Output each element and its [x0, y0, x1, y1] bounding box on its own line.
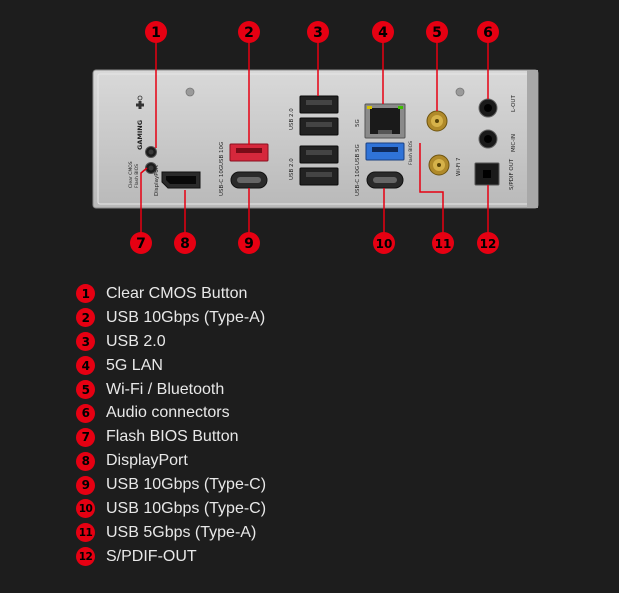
legend-label: USB 10Gbps (Type-A) — [106, 308, 266, 326]
usb-2-0-bottom-text: USB 2.0 — [289, 158, 295, 180]
callout-badge: 2 — [238, 21, 260, 43]
clear-cmos-button[interactable] — [145, 146, 157, 158]
spdif-text: S/PDIF OUT — [509, 158, 515, 190]
callout-badge: 3 — [307, 21, 329, 43]
legend-item: 12 S/PDIF-OUT — [76, 545, 266, 569]
callout-badge: 12 — [477, 232, 499, 254]
legend-number-badge: 4 — [76, 356, 95, 376]
svg-text:11: 11 — [435, 237, 452, 251]
svg-text:7: 7 — [136, 236, 146, 252]
legend-number-badge: 11 — [76, 523, 95, 543]
legend-number-badge: 5 — [76, 380, 95, 399]
usb-5g-text: USB 5G — [355, 144, 361, 165]
callout-badge: 6 — [477, 21, 499, 43]
callout-badge: 9 — [238, 232, 260, 254]
gaming-logo: GAMING — [136, 95, 144, 150]
wifi-text: Wi-Fi 7 — [456, 157, 462, 176]
legend-number-badge: 2 — [76, 308, 95, 328]
legend-number-badge: 6 — [76, 403, 95, 423]
lan-port — [364, 103, 406, 139]
svg-text:6: 6 — [483, 25, 493, 41]
legend-item: 6 Audio connectors — [76, 401, 266, 425]
legend-label: Flash BIOS Button — [106, 428, 239, 446]
legend-number-badge: 3 — [76, 332, 95, 352]
io-shield-plate — [92, 69, 539, 209]
legend-label: USB 2.0 — [106, 332, 166, 350]
legend-item: 5 Wi-Fi / Bluetooth — [76, 378, 266, 402]
flash-bios-button[interactable] — [145, 162, 157, 174]
legend-label: 5G LAN — [106, 356, 163, 374]
legend-number-badge: 12 — [76, 547, 95, 567]
svg-text:12: 12 — [480, 237, 497, 251]
usb-c-10g-right-port — [366, 171, 404, 189]
callout-badge: 5 — [426, 21, 448, 43]
clear-cmos-text: Clear CMOS — [128, 161, 134, 188]
legend-number-badge: 8 — [76, 451, 95, 471]
callout-badge: 10 — [373, 232, 395, 254]
legend-item: 4 5G LAN — [76, 354, 266, 378]
legend-number-badge: 7 — [76, 427, 95, 447]
usb-c-10g-left-text: USB-C 10G — [219, 166, 225, 196]
mic-in-jack — [478, 129, 498, 149]
legend-label: S/PDIF-OUT — [106, 547, 197, 565]
displayport-port — [161, 171, 201, 189]
flash-bios-text: Flash BIOS — [134, 164, 140, 188]
callout-badge: 8 — [174, 232, 196, 254]
legend-item: 10 USB 10Gbps (Type-C) — [76, 497, 266, 521]
displayport-text: DisplayPort — [154, 164, 160, 196]
legend-number-badge: 10 — [76, 499, 95, 519]
legend-item: 7 Flash BIOS Button — [76, 425, 266, 449]
legend-item: 2 USB 10Gbps (Type-A) — [76, 306, 266, 330]
line-out-text: L-OUT — [511, 95, 517, 112]
lan-5g-text: 5G — [355, 119, 361, 127]
wifi-antenna-bottom — [428, 154, 450, 176]
callout-badge: 4 — [372, 21, 394, 43]
usb-5g-type-a-port — [365, 142, 405, 161]
spdif-port — [474, 162, 500, 186]
legend-label: Clear CMOS Button — [106, 284, 248, 302]
legend-label: USB 5Gbps (Type-A) — [106, 523, 257, 541]
line-out-jack — [478, 98, 498, 118]
legend-label: Audio connectors — [106, 404, 230, 422]
callout-badge: 11 — [432, 232, 454, 254]
usb-10g-type-a-port — [229, 143, 269, 162]
legend-label: DisplayPort — [106, 452, 188, 470]
legend-number-badge: 9 — [76, 475, 95, 495]
leader-lines — [140, 41, 489, 238]
callout-badges: 1 2 3 4 5 6 7 8 9 10 11 12 — [130, 21, 499, 254]
svg-text:10: 10 — [376, 237, 393, 251]
legend-item: 3 USB 2.0 — [76, 330, 266, 354]
usb-c-10g-right-text: USB-C 10G — [355, 166, 361, 196]
flash-bios-port-text: Flash BIOS — [408, 141, 414, 165]
svg-text:2: 2 — [244, 25, 254, 41]
wifi-antenna-top — [426, 110, 448, 132]
mic-in-text: MIC-IN — [511, 134, 517, 152]
legend-label: USB 10Gbps (Type-C) — [106, 499, 267, 517]
legend-item: 11 USB 5Gbps (Type-A) — [76, 521, 266, 545]
legend-item: 9 USB 10Gbps (Type-C) — [76, 473, 266, 497]
usb-2-0-top-text: USB 2.0 — [289, 108, 295, 130]
svg-text:9: 9 — [244, 236, 254, 252]
svg-text:4: 4 — [378, 25, 388, 41]
legend-label: Wi-Fi / Bluetooth — [106, 380, 225, 398]
legend-item: 1 Clear CMOS Button — [76, 282, 266, 306]
usb-c-10g-left-port — [230, 171, 268, 189]
usb-2-0-ports — [299, 95, 339, 186]
svg-text:8: 8 — [180, 236, 190, 252]
legend-number-badge: 1 — [76, 284, 95, 304]
svg-text:1: 1 — [151, 25, 161, 41]
legend-label: USB 10Gbps (Type-C) — [106, 476, 267, 494]
callout-badge: 7 — [130, 232, 152, 254]
gaming-text: GAMING — [136, 120, 144, 150]
io-panel-diagram: GAMING Clear CMOS Flash BIOS DisplayPort… — [92, 21, 539, 254]
svg-text:5: 5 — [432, 25, 442, 41]
legend-item: 8 DisplayPort — [76, 449, 266, 473]
usb-10g-text: USB 10G — [219, 142, 225, 166]
svg-text:3: 3 — [313, 25, 323, 41]
callout-badge: 1 — [145, 21, 167, 43]
